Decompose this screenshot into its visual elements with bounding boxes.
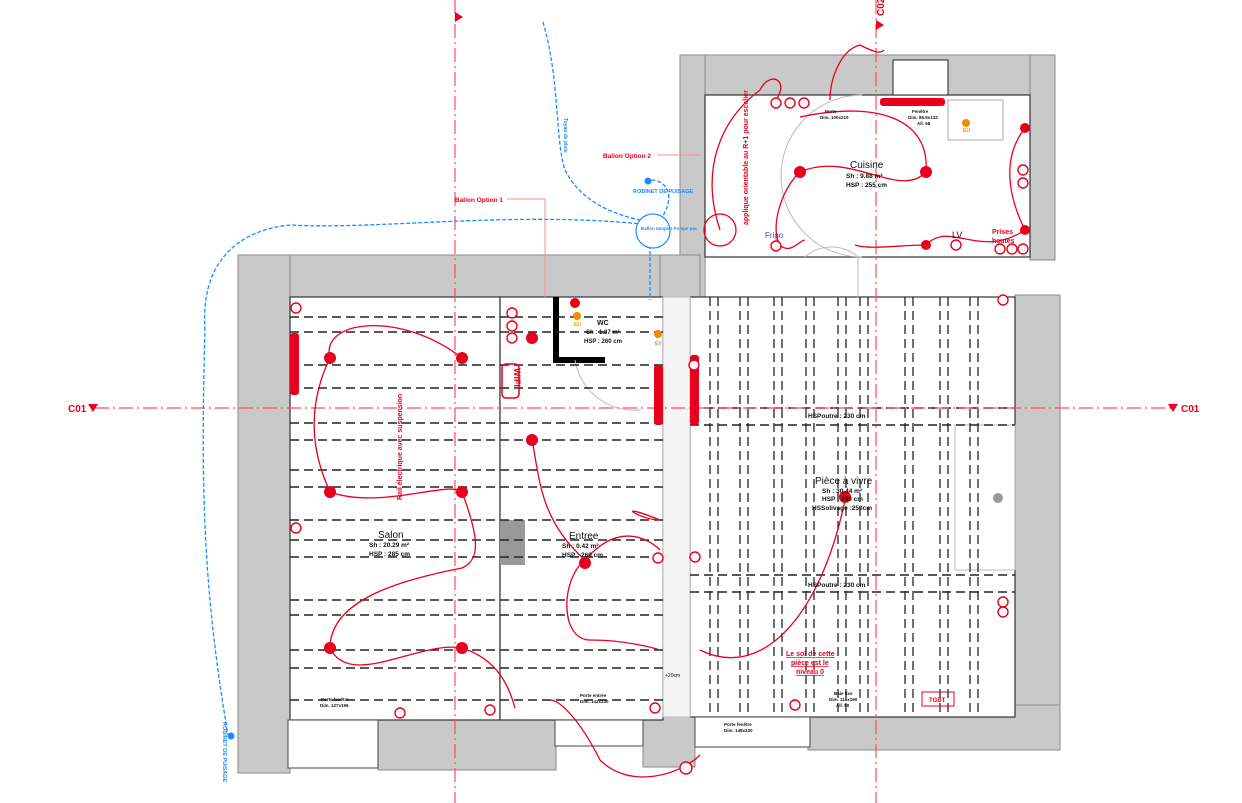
tgbt-label: TGBT	[929, 698, 946, 704]
robinet-top-label: ROBINET DE PUISAGE	[633, 189, 694, 195]
fenetre-cuisine-all: All. 68	[917, 121, 931, 126]
eu-label-wc: EU	[574, 322, 581, 328]
section-marker-icon	[876, 20, 884, 30]
porte-fenetre-salon-dims: Dim. 127x196	[320, 703, 349, 708]
stone-walls	[237, 54, 1061, 774]
sol-note-3: niveau 0	[796, 669, 824, 676]
section-axes: C01 C01 C02	[68, 0, 1200, 803]
annotations: Ballon Option 1 Ballon Option 2 applique…	[397, 90, 1015, 679]
robinet-icon	[227, 732, 235, 740]
ceiling-light-icons	[324, 123, 1030, 654]
sol-note-1: Le sol de cette	[786, 651, 835, 658]
fenetre-cuisine-name: Fenêtre	[912, 109, 929, 114]
room-hsp-entree: HSP : 260 cm	[562, 552, 603, 559]
sol-note-2: pièce est le	[791, 660, 829, 667]
wifi-box	[501, 363, 520, 399]
ballon-tampon-label: Ballon tampon Pompe pac	[641, 226, 698, 231]
prises-label-2: hautes	[992, 238, 1015, 245]
room-area-piece: Sh : 30.44 m²	[822, 488, 863, 495]
axis-label-c02: C02	[876, 0, 887, 16]
applique-label: applique orientable au R+1 pour escalier	[743, 90, 750, 225]
plus20-label: +20cm	[665, 673, 680, 679]
room-name-piece: Pièce à vivre	[815, 476, 873, 487]
room-name-entree: Entree	[569, 531, 599, 542]
room-area-salon: Sh : 20.29 m²	[369, 542, 410, 549]
ballon-option-2-icon	[703, 213, 737, 247]
room-hss-piece: HSSolivage :250cm	[812, 505, 872, 512]
axis-label-c01-right: C01	[1181, 404, 1200, 415]
fenetre-cuisine-dims: Dim. 86.5x132	[908, 115, 938, 120]
porte-cuisine-dims: Dim. 100x210	[820, 115, 849, 120]
prises-label-1: Prises	[992, 229, 1013, 236]
porte-cuisine-name: Porte	[825, 109, 837, 114]
ballon-option-1-label: Ballon Option 1	[455, 197, 503, 204]
room-hsp-cuisine: HSP : 255 cm	[846, 182, 887, 189]
room-area-wc: Sh : 1.37 m²	[586, 329, 620, 336]
porte-fenetre-salon-name: Porte fenêtre	[321, 697, 349, 702]
section-marker-icon	[88, 404, 98, 412]
robinet-left-label: ROBINET DE PUISAGE	[221, 722, 227, 783]
section-marker-icon	[1168, 404, 1178, 412]
room-hsp-piece: HSP : 260 cm	[822, 496, 863, 503]
opening-labels: Porte Dim. 100x210 Fenêtre Dim. 86.5x132…	[320, 109, 938, 733]
room-labels: Cuisine Sh : 9.88 m² HSP : 255 cm WC Sh …	[369, 160, 887, 559]
eu-label-cuisine: EU	[963, 128, 970, 134]
wifi-label: WiFi	[512, 368, 522, 387]
electrical-circuits: WiFi TGBT	[290, 44, 1030, 778]
frigo-label: Frigo	[765, 231, 784, 240]
baie-fixe-all: All. 80	[836, 703, 850, 708]
ballon-tampon-icon	[635, 213, 671, 249]
drain-icon	[573, 312, 581, 320]
section-marker-icon	[455, 12, 463, 22]
drain-icon	[962, 119, 970, 127]
tgbt-box	[921, 691, 955, 707]
room-name-cuisine: Cuisine	[850, 160, 884, 171]
tuyau-label: Tuyau de pluie	[562, 118, 568, 153]
ballon-option-2-label: Ballon Option 2	[603, 153, 651, 160]
lv-label: LV	[952, 230, 962, 240]
room-name-salon: Salon	[378, 530, 404, 541]
plumbing: Ballon tampon Pompe pac ROBINET DE PUISA…	[202, 21, 698, 783]
axis-label-c01-left: C01	[68, 404, 87, 415]
room-area-entree: Sh : 0.42 m²	[562, 543, 599, 550]
room-hsp-wc: HSP : 260 cm	[584, 339, 622, 345]
rail-label: Rail électrique avec suspension	[397, 394, 404, 500]
robinet-icon	[644, 177, 652, 185]
porte-entree-name: Porte entrée	[580, 693, 607, 698]
room-hsp-salon: HSP : 285 cm	[369, 551, 410, 558]
porte-fenetre-piece-dims: Dim. 148x230	[724, 728, 753, 733]
baie-fixe-dims: Dim. 116x160	[829, 697, 858, 702]
socket-icons	[290, 97, 1029, 775]
hspoutre-label-1: HSPoutre : 230 cm	[808, 413, 866, 420]
radiators	[290, 98, 945, 425]
hspoutre-label-2: HSPoutre : 230 cm	[808, 582, 866, 589]
drain-icon	[654, 330, 662, 338]
ev-label: EV	[655, 341, 662, 347]
porte-entree-dims: Dim. 142x230	[580, 699, 609, 704]
porte-fenetre-piece-name: Porte fenêtre	[724, 722, 752, 727]
room-area-cuisine: Sh : 9.88 m²	[846, 173, 883, 180]
room-name-wc: WC	[597, 320, 609, 327]
baie-fixe-name: Baie fixe	[834, 691, 853, 696]
